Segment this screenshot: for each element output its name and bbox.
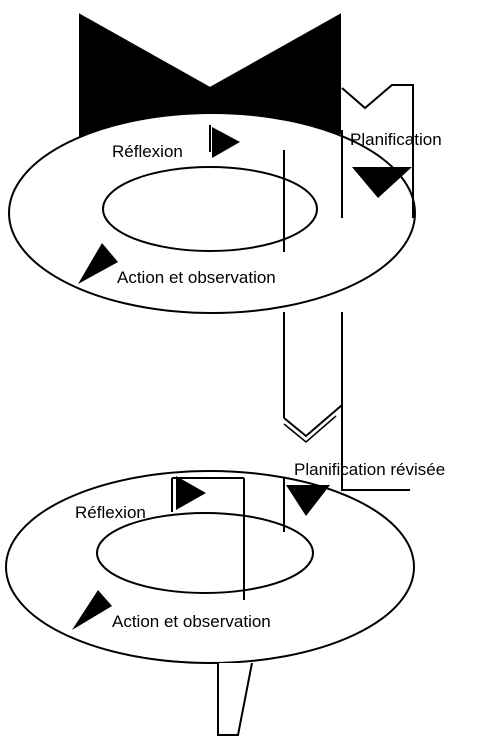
cycle-1: Réflexion Planification Action et observ… [8,84,442,314]
cycle-2-inner-ring [96,512,314,594]
cycle-1-action-label: Action et observation [117,268,276,287]
cycle-2-reflection-arrow [176,476,206,510]
cycle-2-planning-label: Planification révisée [294,460,445,479]
cycle-1-action-arrow [78,243,118,284]
connector-strip [283,312,410,491]
cycle-2-reflection-label: Réflexion [75,503,146,522]
cycle-2-action-arrow [72,590,112,630]
cycle-2-planning-arrow [286,485,330,516]
cycle-1-reflection-arrow [212,127,240,158]
cycle-2-action-label: Action et observation [112,612,271,631]
cycle-1-reflection-label: Réflexion [112,142,183,161]
cycle-2: Réflexion Planification révisée Action e… [5,460,445,664]
revised-planning-band [283,402,410,491]
bottom-tail [217,662,253,736]
cycle-1-inner-ring [102,166,318,252]
cycle-1-planning-band [341,84,414,218]
cycle-1-planning-arrow [352,167,412,198]
cycle-1-planning-label: Planification [350,130,442,149]
